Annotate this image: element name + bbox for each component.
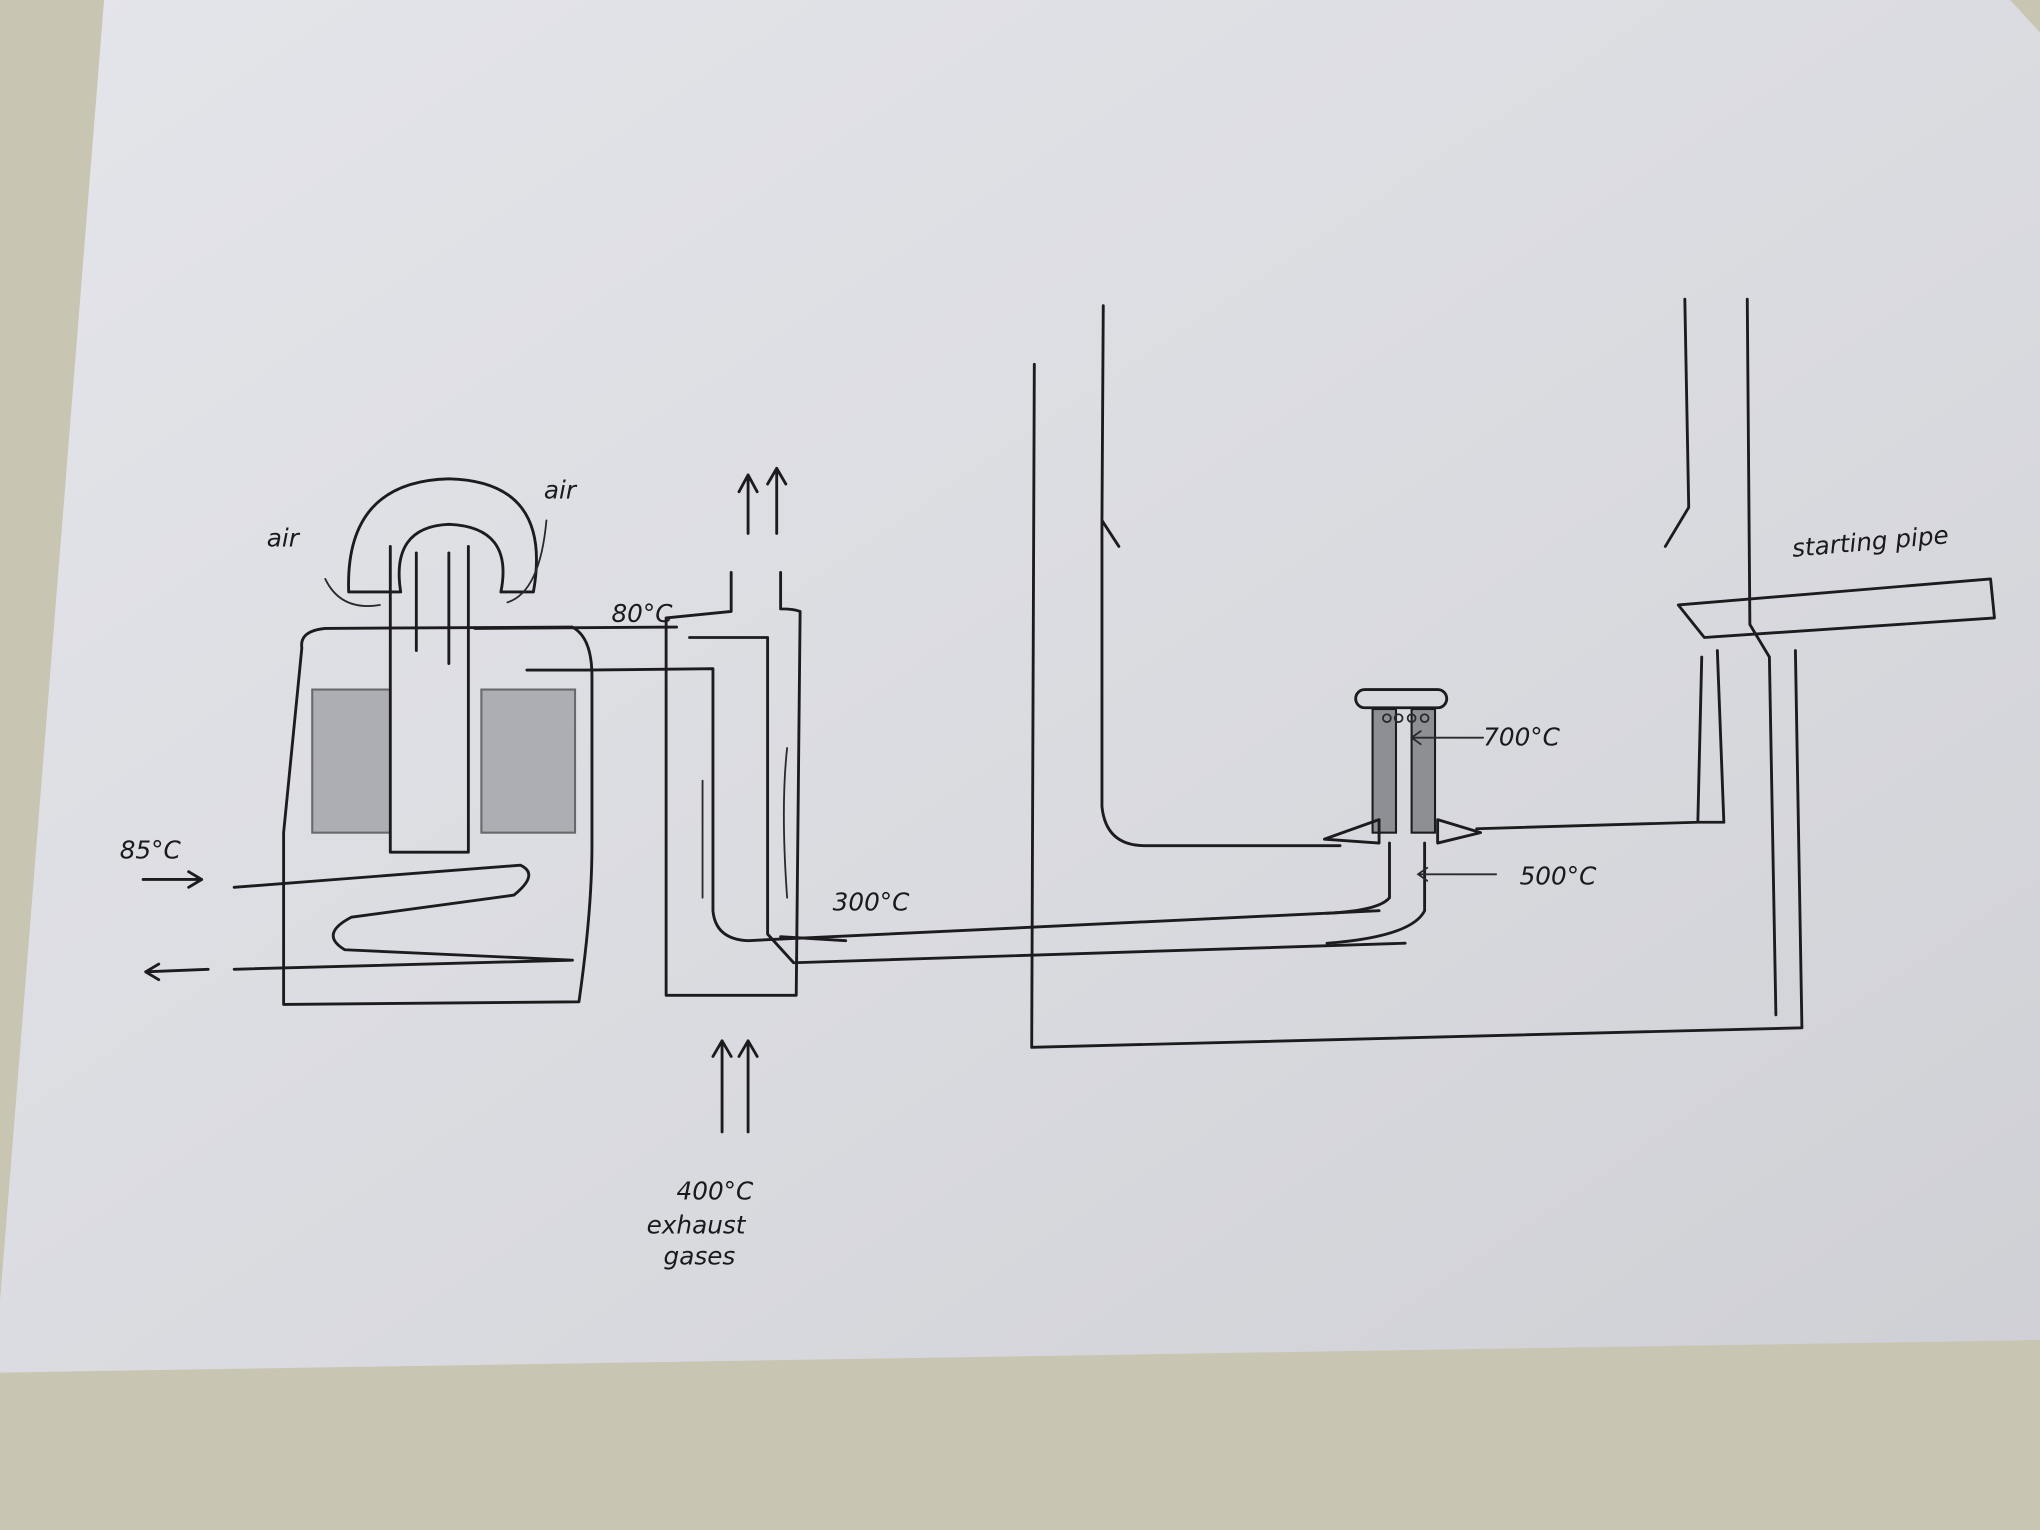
temp-500-label: 500°C [1520,862,1598,891]
exhaust-temp-label: 400°C [677,1177,755,1206]
exhaust-pipe-inner [473,625,1381,943]
temp-85-label: 85°C [120,836,182,865]
water-tank [141,544,594,1006]
air-hood [324,477,548,665]
burner [1323,688,1498,945]
temp-300-label: 300°C [833,888,911,917]
vertical-heat-exchanger [664,466,1407,1134]
furnace-outline [1030,297,1996,1049]
exhaust-line2-label: gases [664,1242,736,1271]
temp-700-label: 700°C [1483,722,1561,751]
paper-sheet [0,0,2040,1373]
temp-80-label: 80°C [611,599,673,628]
air-right-label: air [544,475,578,504]
exhaust-line1-label: exhaust [647,1210,747,1239]
air-left-label: air [267,523,301,552]
